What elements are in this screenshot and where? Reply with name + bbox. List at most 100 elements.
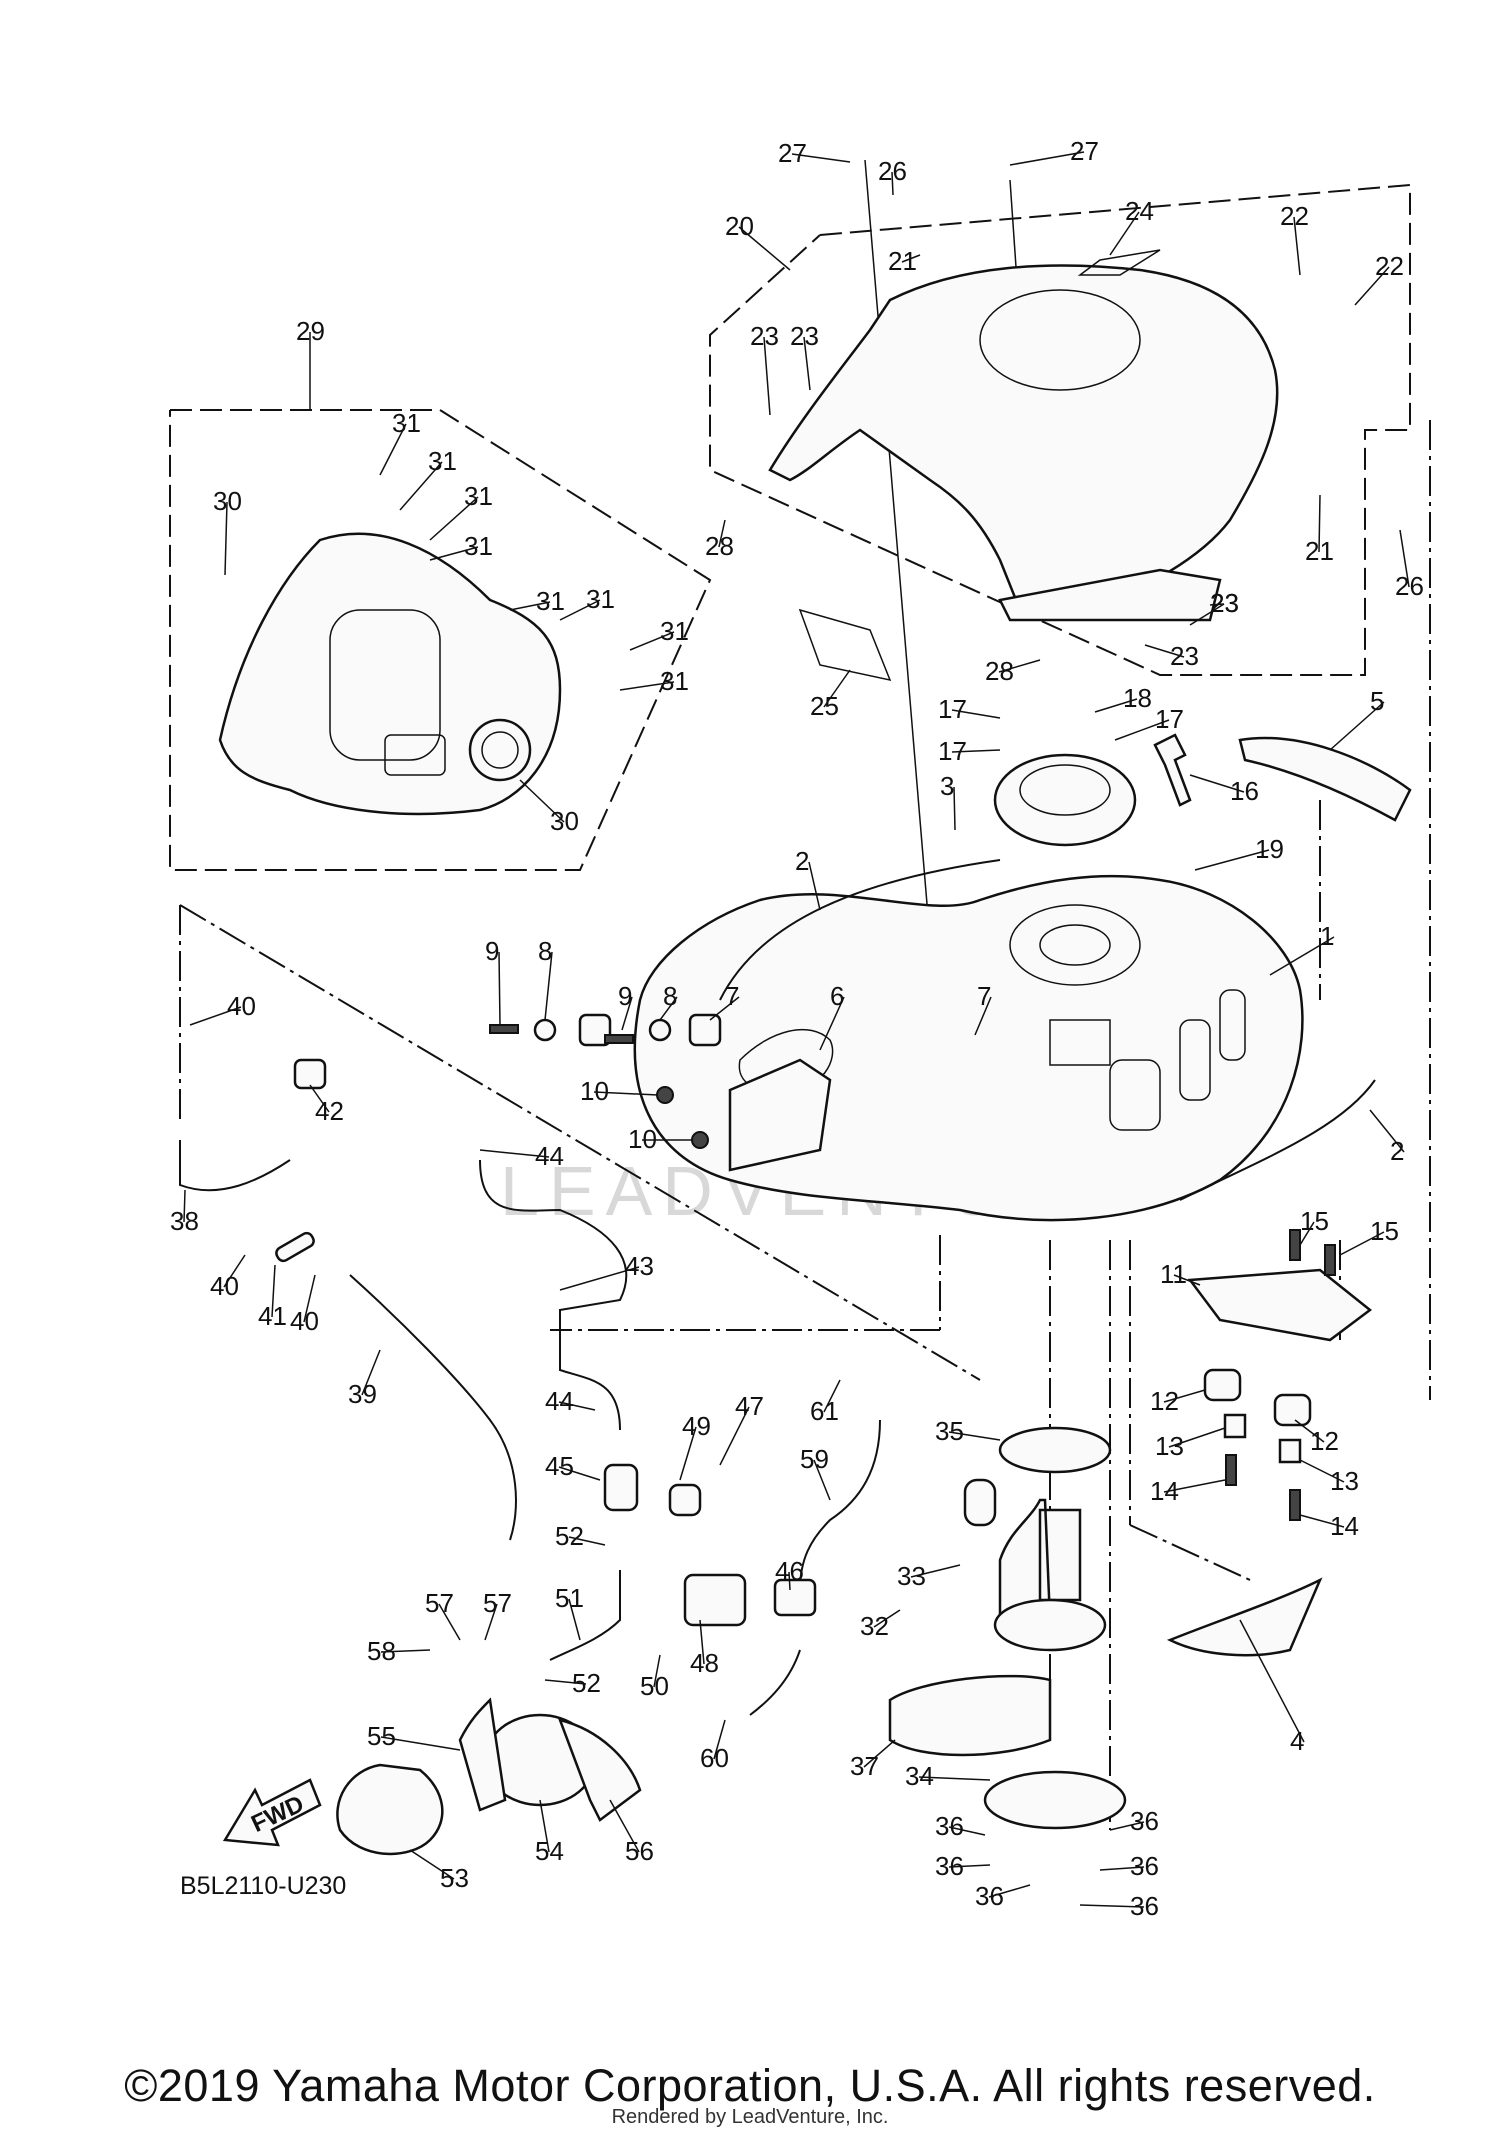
callout-50: 50 [640, 1671, 669, 1701]
callout-30: 30 [213, 486, 242, 516]
leader-line [719, 1406, 750, 1466]
callout-58: 58 [367, 1636, 396, 1666]
leader-line [309, 1084, 330, 1113]
leader-line [948, 1431, 1001, 1441]
callout-56: 56 [625, 1836, 654, 1866]
rendered-by-footer: Rendered by LeadVenture, Inc. [611, 2106, 889, 2128]
callout-12: 12 [1310, 1426, 1339, 1456]
leader-line [183, 1189, 186, 1223]
callout-23: 23 [1210, 588, 1239, 618]
pump-plate-34 [983, 1770, 1127, 1830]
callout-21: 21 [1305, 536, 1334, 566]
bracket-56 [557, 1718, 642, 1822]
callout-4: 4 [1290, 1726, 1304, 1756]
tank-top-cover-opening [979, 289, 1141, 391]
leader-line [559, 1266, 640, 1291]
leader-line [1189, 603, 1225, 626]
callout-49: 49 [682, 1411, 711, 1441]
bolt-15 [1324, 1244, 1336, 1276]
leader-line [409, 1849, 455, 1880]
leader-line [539, 1799, 550, 1853]
leader-line [438, 1603, 461, 1641]
side-cover-vent [384, 734, 446, 776]
leader-line [1339, 1231, 1385, 1256]
callout-26: 26 [878, 156, 907, 186]
fuel-filter-33 [963, 1478, 997, 1527]
leader-line [788, 1571, 791, 1591]
callout-22: 22 [1375, 251, 1404, 281]
callout-40: 40 [227, 991, 256, 1021]
damper-7 [688, 1013, 722, 1047]
seal-strip-2-right [1179, 1079, 1376, 1201]
diagram-code: B5L2110-U230 [180, 1872, 347, 1900]
callout-55: 55 [367, 1721, 396, 1751]
callout-45: 45 [545, 1451, 574, 1481]
filter-41 [275, 1231, 315, 1263]
callout-10: 10 [580, 1076, 609, 1106]
callout-31: 31 [536, 586, 565, 616]
callout-7: 7 [725, 981, 739, 1011]
callout-52: 52 [572, 1668, 601, 1698]
clip-42 [293, 1058, 327, 1090]
callout-31: 31 [586, 584, 615, 614]
leader-line [1009, 151, 1085, 166]
callout-44: 44 [535, 1141, 564, 1171]
leader-line [918, 1776, 991, 1781]
leader-line [948, 1864, 991, 1868]
clamp-49 [668, 1483, 702, 1517]
leader-line [951, 749, 1001, 753]
leader-line [891, 171, 894, 196]
leader-line [823, 1379, 841, 1413]
group-boundary-seat-cover [709, 183, 1411, 676]
callout-8: 8 [663, 981, 677, 1011]
leader-line [619, 681, 675, 691]
collar-13 [1223, 1413, 1247, 1439]
leader-line [823, 669, 851, 708]
callout-46: 46 [775, 1556, 804, 1586]
leader-line [910, 1564, 961, 1578]
callout-23: 23 [1170, 641, 1199, 671]
callout-38: 38 [170, 1206, 199, 1236]
damper-12 [1203, 1368, 1242, 1402]
leader-line [621, 996, 633, 1031]
callout-39: 39 [348, 1379, 377, 1409]
leader-line [629, 631, 675, 651]
copyright-footer: ©2019 Yamaha Motor Corporation, U.S.A. A… [124, 2060, 1376, 2111]
callout-36: 36 [1130, 1851, 1159, 1881]
callout-43: 43 [625, 1251, 654, 1281]
callout-9: 9 [618, 981, 632, 1011]
hose-39 [349, 1274, 517, 1541]
callout-15: 15 [1370, 1216, 1399, 1246]
canister-53 [336, 1763, 444, 1856]
hose-60 [749, 1649, 801, 1716]
leader-line [974, 996, 992, 1036]
callout-8: 8 [538, 936, 552, 966]
callout-7: 7 [977, 981, 991, 1011]
leader-line [988, 1884, 1031, 1898]
bolt-10 [656, 1086, 674, 1104]
callout-31: 31 [660, 616, 689, 646]
leader-line [1299, 1514, 1345, 1528]
hose-51 [549, 1570, 621, 1661]
fuel-pump-base [993, 1598, 1107, 1652]
callout-32: 32 [860, 1611, 889, 1641]
ring-35 [998, 1426, 1112, 1474]
leader-line [484, 1603, 498, 1641]
hose-59 [799, 1419, 881, 1591]
leader-line [738, 226, 791, 271]
leader-line [1299, 1221, 1315, 1246]
leader-line [544, 1679, 587, 1685]
callout-44: 44 [545, 1386, 574, 1416]
leader-line [1079, 1904, 1145, 1908]
leader-line [399, 461, 443, 511]
leader-line [189, 1006, 242, 1026]
leader-line [1144, 644, 1185, 658]
callout-54: 54 [535, 1836, 564, 1866]
leader-line [380, 1649, 431, 1653]
callout-2: 2 [1390, 1136, 1404, 1166]
holder-37 [888, 1674, 1052, 1757]
leader-line [1299, 1459, 1345, 1483]
filter-45 [603, 1463, 639, 1512]
leader-line [271, 1264, 276, 1318]
